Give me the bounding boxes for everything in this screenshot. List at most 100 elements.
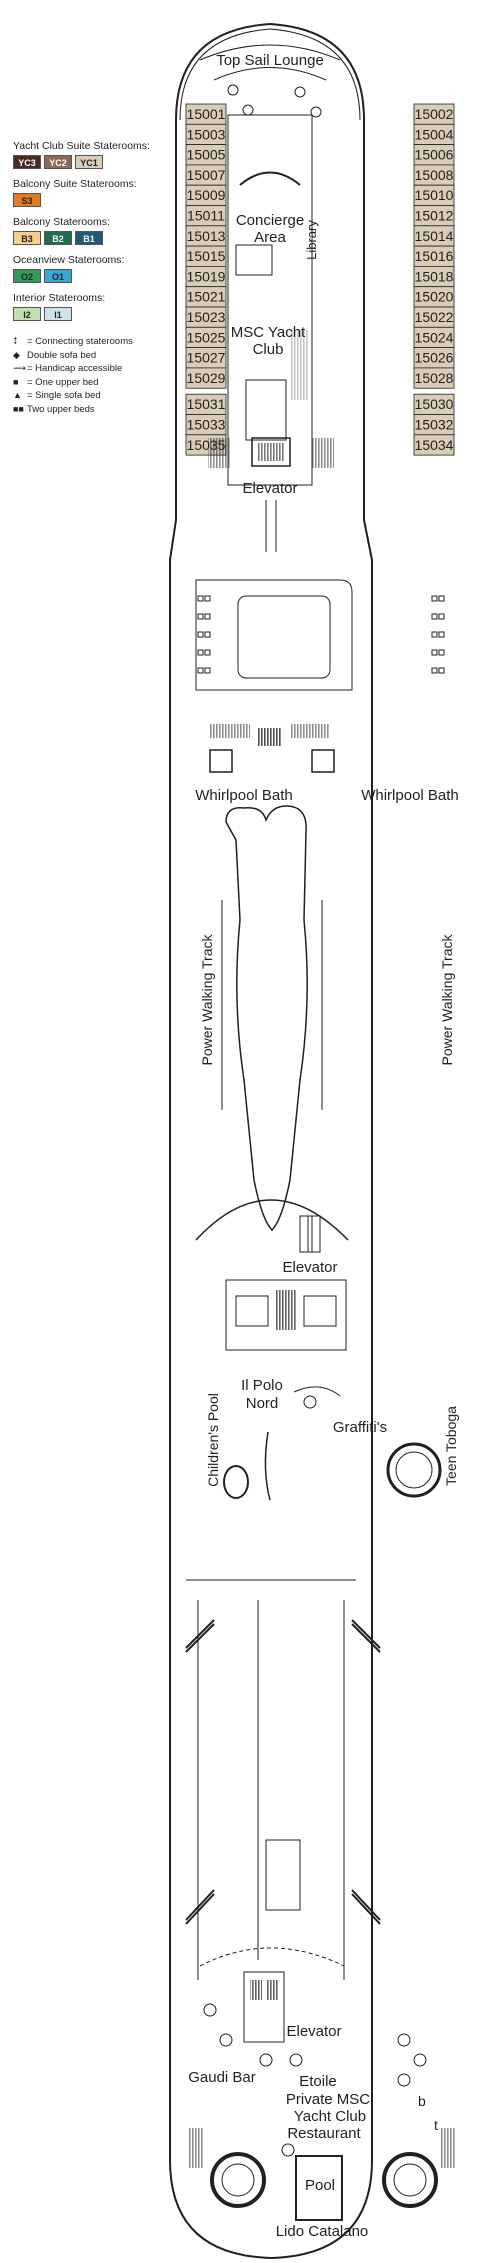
power-walking-track-left-label: Power Walking Track [199,934,215,1066]
stateroom-number: 15007 [187,167,226,183]
symbol-label: Two upper beds [27,403,95,415]
sun-lounger [431,595,438,602]
childrens-pool [223,1465,249,1499]
restaurant-table [259,2053,273,2067]
category-chip: B3 [13,231,41,245]
sun-lounger [431,613,438,620]
etoile-label-4: Restaurant [287,2125,361,2142]
legend-symbol: ⭥ = Connecting staterooms [13,335,183,349]
stateroom-number: 15011 [187,208,225,224]
category-chip: YC1 [75,155,103,169]
legend-group-title: Balcony Suite Staterooms: [13,178,137,190]
legend-group-title: Oceanview Staterooms: [13,254,125,266]
stern-pool [295,2155,343,2221]
lido-catalano-label: Lido Catalano [276,2223,369,2240]
sun-lounger [431,631,438,638]
restaurant-table [219,2033,233,2047]
legend-symbol: ■■Two upper beds [13,403,183,417]
stateroom-number: 15027 [187,350,226,366]
restaurant-table [203,2003,217,2017]
legend-symbol: ◆Double sofa bed [13,349,183,363]
symbol-label: = One upper bed [27,376,99,388]
etoile-label-2: Private MSC [286,2091,370,2108]
stateroom-number: 15002 [415,106,454,122]
elevator-midship-label: Elevator [282,1259,337,1276]
stateroom-number: 15025 [187,329,226,345]
category-chip: YC2 [44,155,72,169]
stateroom-cell [413,434,455,456]
legend-group-title: Yacht Club Suite Staterooms: [13,140,150,152]
restaurant-tables [203,2003,427,2157]
elevator-forward-label: Elevator [242,480,297,497]
sun-loungers-right [431,595,445,674]
legend-group-title: Balcony Staterooms: [13,216,110,228]
sun-lounger [197,649,204,656]
msc-yacht-club-label-1: MSC Yacht [231,324,306,341]
etoile-label-3: Yacht Club [294,2108,366,2125]
b-label: b [418,2093,426,2109]
symbol-icon: ⟿ [13,363,26,373]
category-chip: B1 [75,231,103,245]
legend-group-title: Interior Staterooms: [13,292,106,304]
stern-whirlpool-right [382,2152,438,2208]
sun-lounger [204,595,211,602]
hull-outline [169,22,373,2260]
sun-lounger [438,667,445,674]
sun-loungers-left [197,595,211,674]
symbol-icon: ⭥ [13,336,18,346]
sun-lounger [197,667,204,674]
category-chip: I2 [13,307,41,321]
symbol-icon: ■■ [13,403,24,414]
stateroom-number: 15028 [415,370,454,386]
concierge-area-label-1: Concierge [236,212,304,229]
category-chip: I1 [44,307,72,321]
sun-lounger [197,613,204,620]
library-label: Library [304,220,319,260]
stateroom-number: 15010 [415,187,454,203]
teen-toboga-label: Teen Toboga [443,1406,459,1486]
category-chip: YC3 [13,155,41,169]
sun-lounger [438,613,445,620]
stateroom-number: 15006 [415,147,454,163]
symbol-label: = Connecting staterooms [27,336,133,347]
il-polo-nord-label-1: Il Polo [241,1377,283,1394]
stateroom-number: 15022 [415,309,454,325]
power-walking-track-right-label: Power Walking Track [439,934,455,1066]
symbol-icon: ■ [13,376,19,387]
restaurant-table [397,2033,411,2047]
elevator-aft-label: Elevator [286,2023,341,2040]
category-chip: B2 [44,231,72,245]
sun-lounger [197,631,204,638]
sun-lounger [431,649,438,656]
sun-lounger [438,649,445,656]
symbol-icon: ▲ [13,390,22,400]
lounge-table [294,86,306,98]
stateroom-number: 15015 [187,248,226,264]
sun-lounger [204,631,211,638]
stateroom-number: 15026 [415,350,454,366]
top-sail-lounge-label: Top Sail Lounge [216,52,324,69]
restaurant-table [289,2053,303,2067]
stateroom-number: 15008 [415,167,454,183]
symbol-label: = Handicap accessible [27,363,123,374]
sun-lounger [204,667,211,674]
legend-symbol: ■ = One upper bed [13,376,183,390]
stateroom-number: 15033 [187,417,226,433]
stateroom-number: 15009 [187,187,226,203]
stateroom-number: 15034 [415,437,454,453]
t-label: t [434,2117,438,2133]
stateroom-number: 15031 [187,396,226,412]
cabins-left: 1500115003150051500715009150111501315015… [185,103,227,456]
stateroom-number: 15029 [187,370,226,386]
il-polo-nord-label-2: Nord [246,1395,279,1412]
legend-symbol: ⟿= Handicap accessible [13,362,183,376]
stateroom-number: 15032 [415,417,454,433]
lounge-table [242,104,254,116]
stateroom-cell [413,367,455,389]
teen-toboga-slide [386,1442,442,1498]
